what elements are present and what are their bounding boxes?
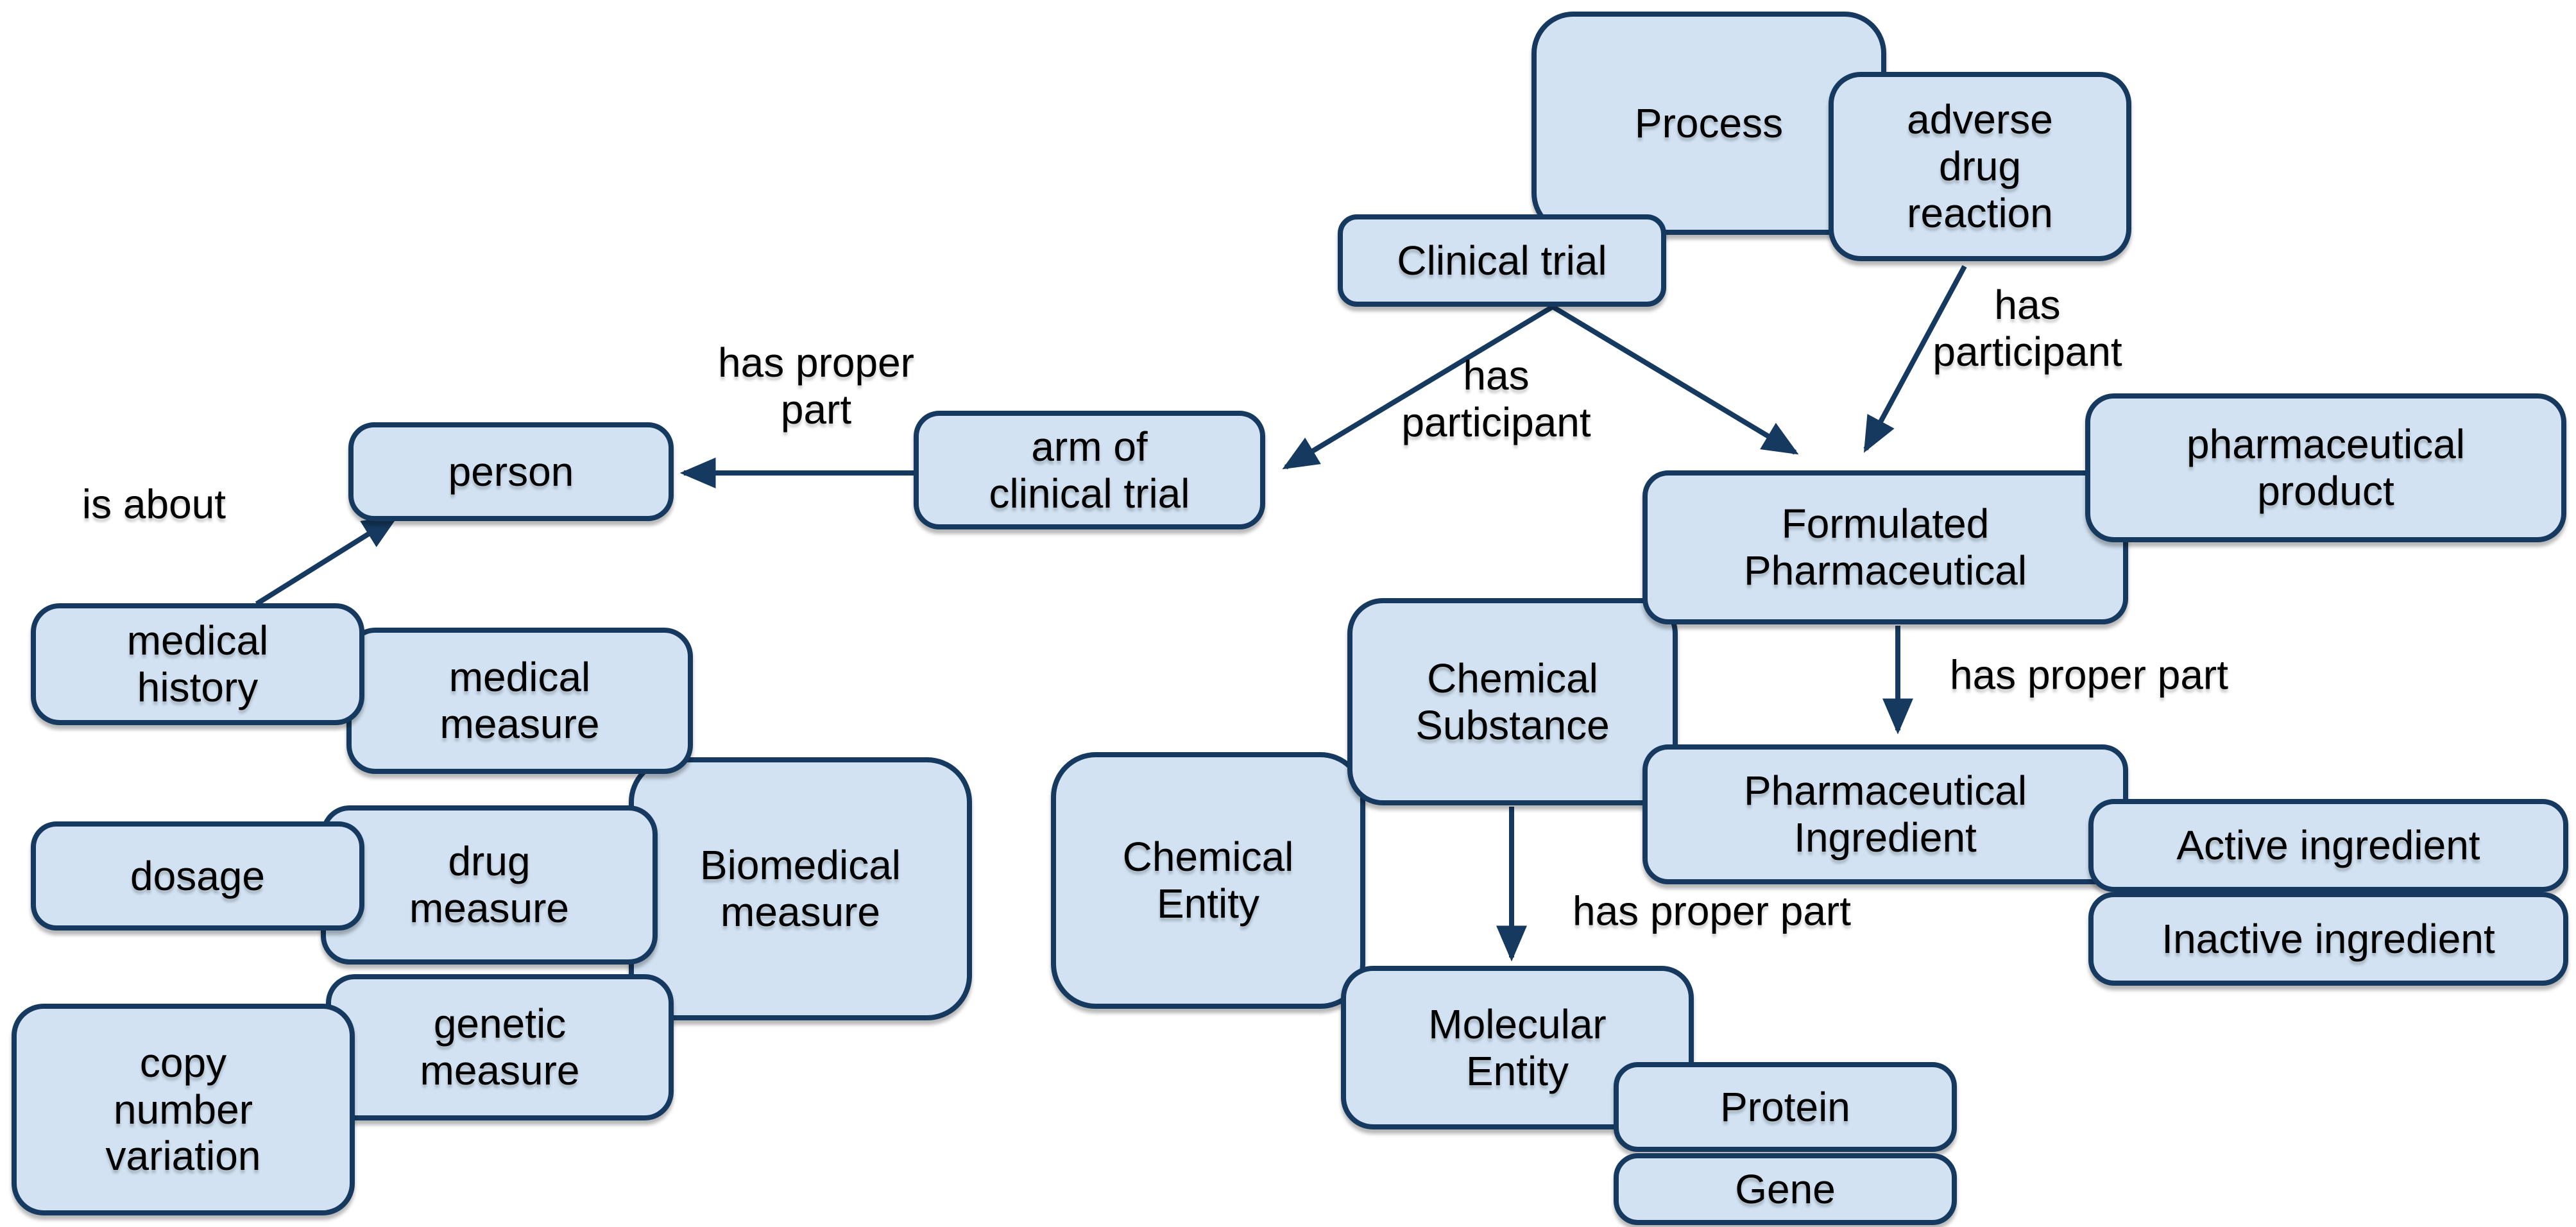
edge-trial-to-arm-line xyxy=(1282,304,1555,470)
node-active-ingredient: Active ingredient xyxy=(2088,799,2568,892)
node-chemical-substance: Chemical Substance xyxy=(1347,598,1678,805)
node-medical-history: medical history xyxy=(31,603,364,725)
edge-label-substance-to-molecular: has proper part xyxy=(1572,888,1852,934)
edge-trial-to-formulated-line xyxy=(1551,304,1799,455)
edge-label-trial-to-arm: has participant xyxy=(1401,352,1591,445)
node-clinical-trial: Clinical trial xyxy=(1338,214,1666,307)
node-pharmaceutical-ingredient: Pharmaceutical Ingredient xyxy=(1642,744,2128,884)
edge-reaction-to-formulated-line xyxy=(1863,265,1967,453)
node-drug-measure: drug measure xyxy=(321,805,658,965)
node-dosage: dosage xyxy=(31,821,364,931)
node-person: person xyxy=(348,422,674,521)
node-arm-of-clinical-trial: arm of clinical trial xyxy=(914,411,1265,529)
edge-label-arm-to-person: has proper part xyxy=(718,339,914,433)
node-pharmaceutical-product: pharmaceutical product xyxy=(2085,393,2566,542)
node-adverse-drug-reaction: adverse drug reaction xyxy=(1829,72,2131,261)
edge-label-reaction-to-formulated: has participant xyxy=(1932,282,2122,375)
node-process: Process xyxy=(1531,12,1886,235)
node-protein: Protein xyxy=(1614,1062,1957,1152)
node-medical-measure: medical measure xyxy=(346,628,693,774)
node-formulated-pharmaceutical: Formulated Pharmaceutical xyxy=(1642,470,2128,624)
node-chemical-entity: Chemical Entity xyxy=(1051,752,1365,1009)
edge-label-formulated-to-ingredient: has proper part xyxy=(1949,651,2229,698)
node-biomedical-measure: Biomedical measure xyxy=(629,757,972,1020)
edge-label-history-to-person: is about xyxy=(81,481,226,528)
node-copy-number-variation: copy number variation xyxy=(12,1004,355,1215)
edge-history-to-person-line xyxy=(255,515,399,606)
node-gene: Gene xyxy=(1614,1153,1957,1225)
node-inactive-ingredient: Inactive ingredient xyxy=(2088,892,2568,986)
node-genetic-measure: genetic measure xyxy=(326,974,674,1120)
